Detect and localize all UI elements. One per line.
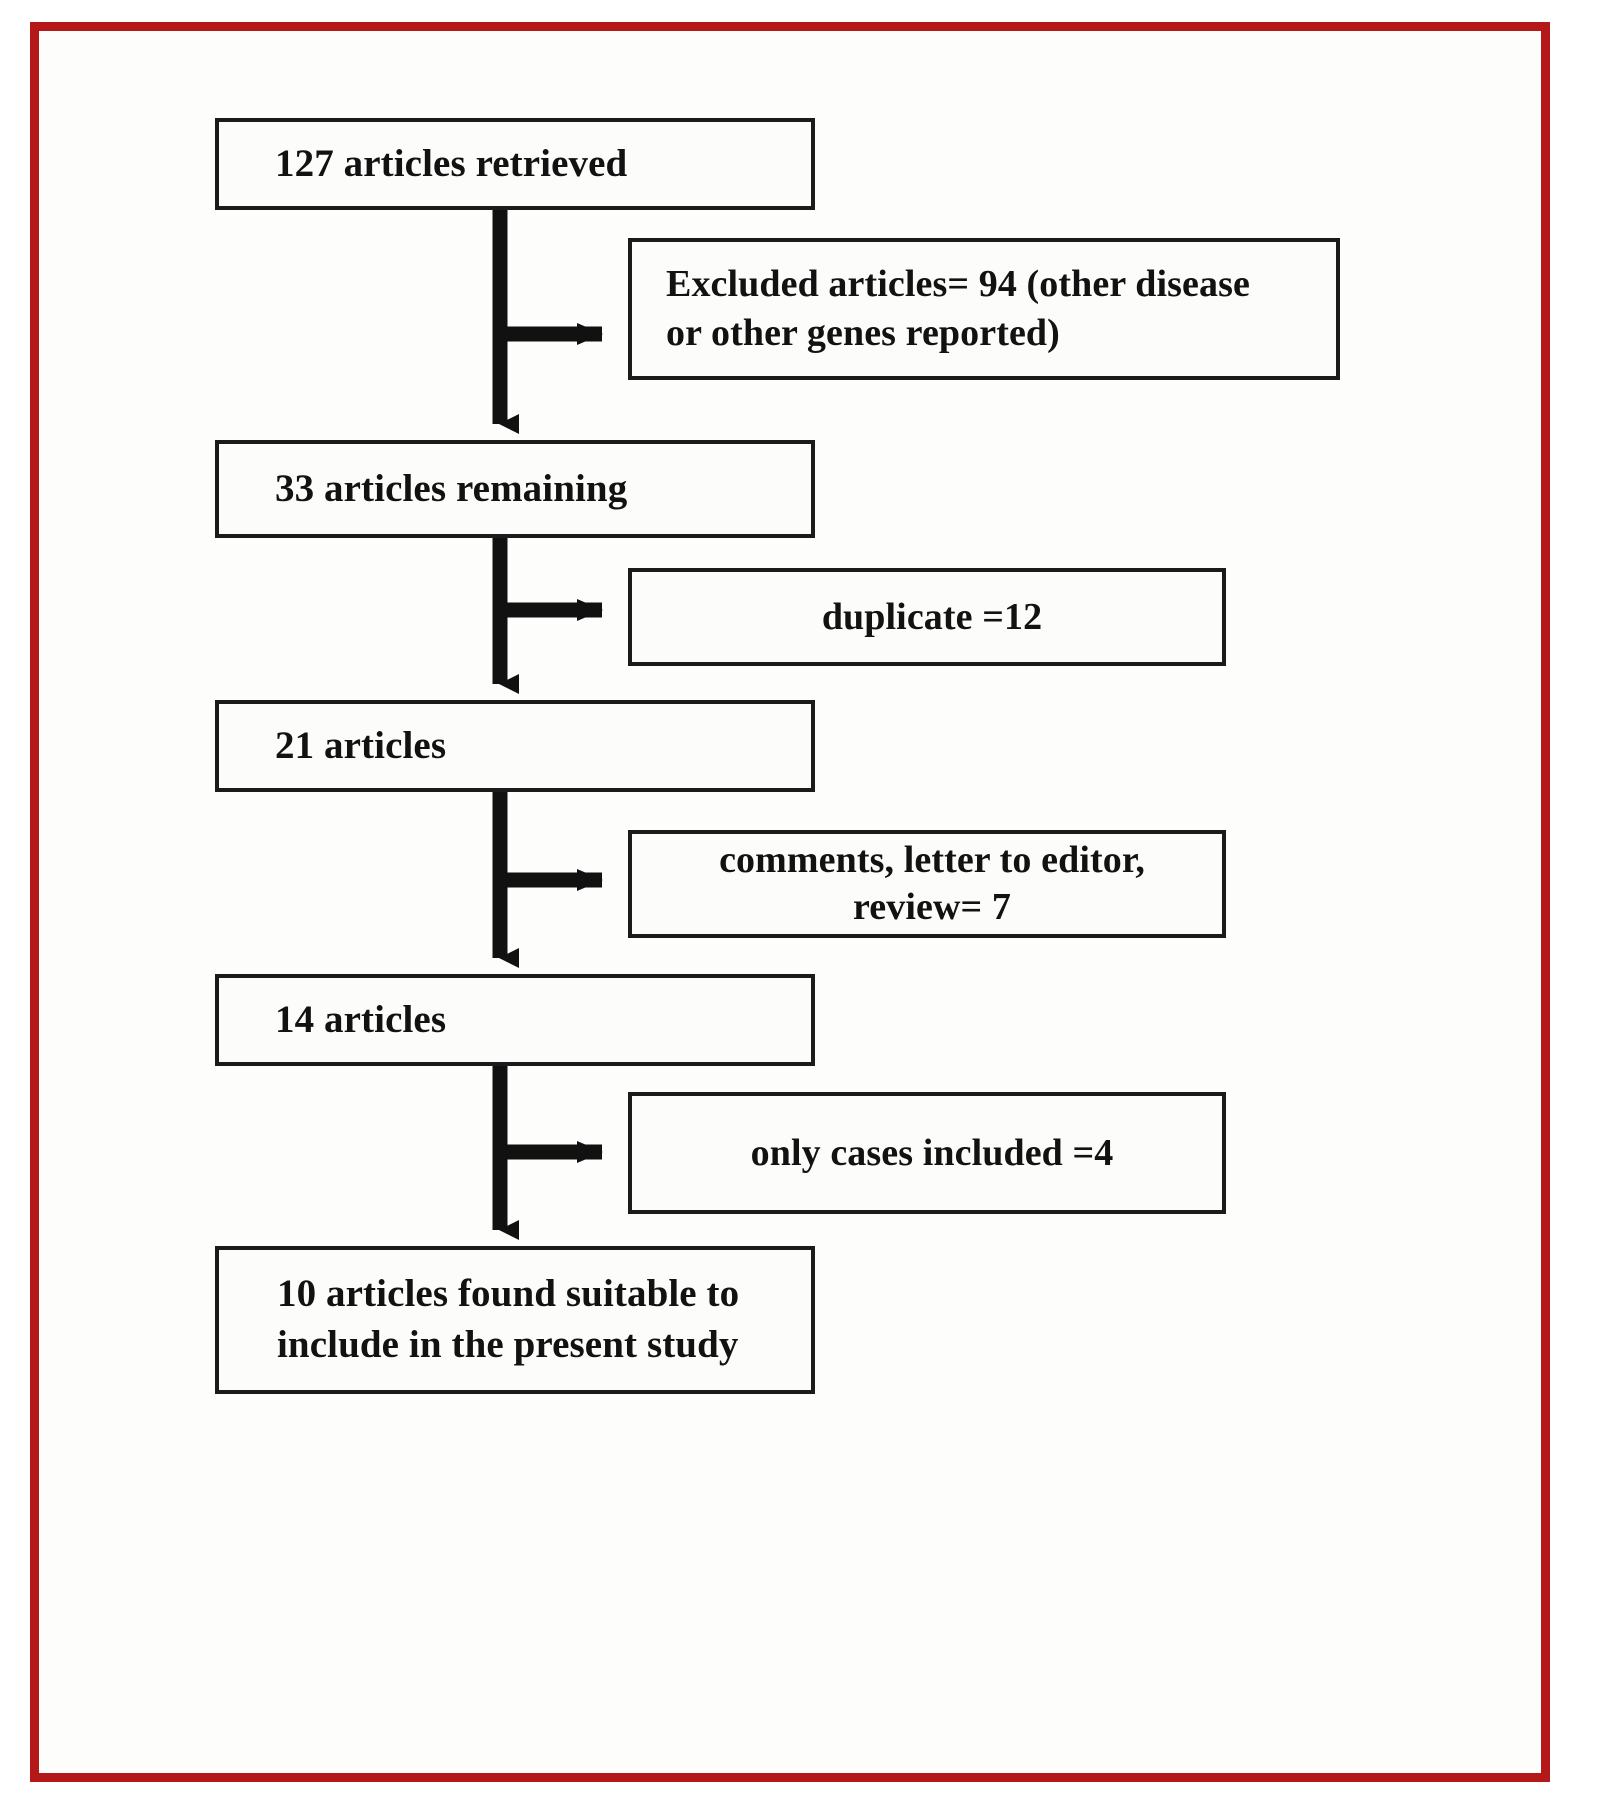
flow-node-label: comments, letter to editor, review= 7: [719, 838, 1145, 928]
flow-node-articles-21: 21 articles: [215, 700, 815, 792]
flow-node-label: duplicate =12: [821, 595, 1043, 638]
flow-node-duplicates: duplicate =12: [628, 568, 1226, 666]
flow-node-excluded-articles: Excluded articles= 94 (other disease or …: [628, 238, 1340, 380]
flow-node-articles-retrieved: 127 articles retrieved: [215, 118, 815, 210]
flow-node-label: 21 articles: [275, 724, 447, 768]
flow-node-comments-letters-reviews: comments, letter to editor, review= 7: [628, 830, 1226, 938]
flow-node-articles-14: 14 articles: [215, 974, 815, 1066]
flow-node-label: 33 articles remaining: [275, 467, 628, 511]
flow-node-label: 10 articles found suitable to include in…: [277, 1272, 740, 1366]
flow-node-label: Excluded articles= 94 (other disease or …: [666, 263, 1250, 354]
flow-node-label: 14 articles: [275, 998, 447, 1042]
flow-node-articles-included: 10 articles found suitable to include in…: [215, 1246, 815, 1394]
flow-node-articles-remaining: 33 articles remaining: [215, 440, 815, 538]
flow-node-label: 127 articles retrieved: [275, 142, 628, 186]
flow-node-label: only cases included =4: [750, 1131, 1114, 1174]
flow-node-only-cases-included: only cases included =4: [628, 1092, 1226, 1214]
